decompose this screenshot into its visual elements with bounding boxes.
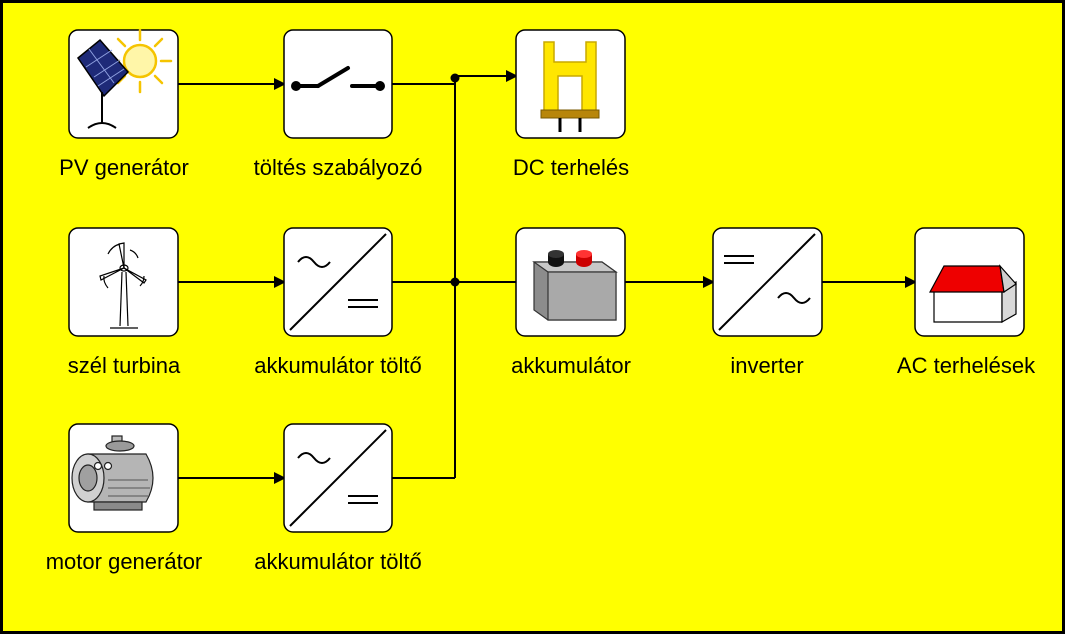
junction-dot-middle (450, 277, 460, 287)
lamp-icon (540, 41, 600, 132)
charge-controller-box (283, 29, 393, 139)
wind-turbine-label: szél turbina (67, 353, 181, 378)
battery-charger-1-label: akkumulátor töltő (254, 353, 422, 378)
wind-turbine-box (68, 227, 179, 337)
battery-charger-2-label: akkumulátor töltő (254, 549, 422, 574)
dc-load-label: DC terhelés (512, 155, 630, 180)
battery-icon (532, 250, 618, 321)
inverter-label: inverter (730, 353, 804, 378)
switch-icon (291, 66, 385, 91)
wind-turbine-icon (99, 242, 147, 329)
pv-generator-label: PV generátor (59, 155, 189, 180)
solar-panel-icon (76, 28, 173, 129)
ac-dc-converter-icon (289, 233, 387, 331)
battery-label: akkumulátor (511, 353, 631, 378)
house-icon (928, 264, 1017, 324)
dc-load-box (515, 29, 626, 139)
dc-ac-inverter-icon (718, 233, 816, 331)
motor-generator-label: motor generátor (45, 549, 203, 574)
motor-icon (71, 435, 154, 511)
block-diagram (68, 28, 1025, 533)
junction-dot-top (450, 73, 460, 83)
ac-loads-label: AC terhelések (896, 353, 1036, 378)
ac-dc-converter-icon (289, 429, 387, 527)
charge-controller-label: töltés szabályozó (253, 155, 423, 180)
